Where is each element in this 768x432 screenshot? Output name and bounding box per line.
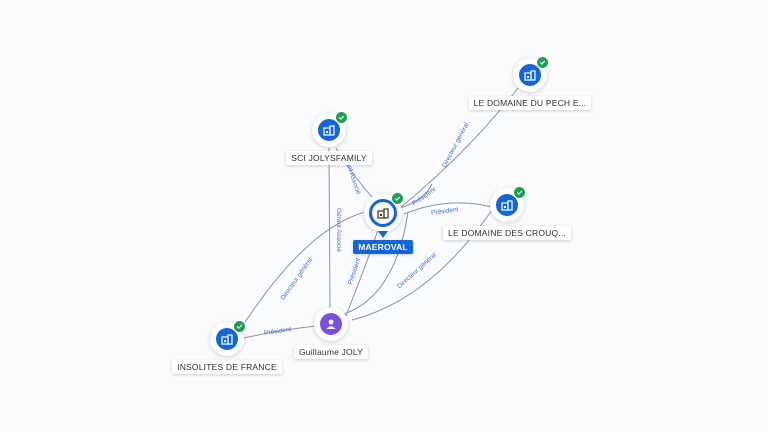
edge-label: Gérant Associé (335, 208, 342, 252)
verified-check-icon (233, 320, 246, 333)
edge-e5 (399, 183, 433, 209)
node-maeroval[interactable]: MAEROVAL (303, 192, 463, 254)
node-label[interactable]: MAEROVAL (353, 240, 413, 254)
verified-check-icon (513, 186, 526, 199)
building-icon (519, 64, 541, 86)
node-label[interactable]: LE DOMAINE DES CROUQ... (443, 226, 571, 240)
node-label[interactable]: SCI JOLYSFAMILY (286, 151, 372, 165)
node-pech[interactable]: LE DOMAINE DU PECH E... (450, 56, 610, 110)
node-label[interactable]: LE DOMAINE DU PECH E... (468, 96, 592, 110)
node-insolites[interactable]: INSOLITES DE FRANCE (147, 320, 307, 374)
node-label[interactable]: Guillaume JOLY (293, 345, 369, 359)
node-joly[interactable]: Guillaume JOLY (251, 307, 411, 359)
edge-label: Président (264, 326, 292, 337)
verified-check-icon (536, 56, 549, 69)
edge-e4 (403, 202, 493, 215)
edge-e2 (328, 147, 331, 309)
node-badge[interactable] (312, 111, 348, 147)
edge-label: Président (431, 206, 459, 217)
node-badge[interactable] (364, 192, 404, 238)
edge-label: Directeur général (280, 256, 315, 301)
building-icon (496, 194, 518, 216)
node-crouq[interactable]: LE DOMAINE DES CROUQ... (427, 186, 587, 240)
edge-label: Directeur général (396, 251, 438, 290)
edge-label: Directeur général (441, 121, 471, 169)
verified-check-icon (335, 111, 348, 124)
node-label[interactable]: INSOLITES DE FRANCE (172, 360, 282, 374)
building-icon (318, 119, 340, 141)
building-icon (216, 328, 238, 350)
edge-e6 (237, 209, 376, 334)
node-badge[interactable] (210, 320, 246, 356)
node-badge[interactable] (513, 56, 549, 92)
verified-check-icon (391, 192, 404, 205)
pin-tip-icon (378, 231, 388, 238)
node-badge[interactable] (314, 307, 348, 341)
edge-e7 (344, 229, 379, 319)
person-icon (320, 313, 342, 335)
node-sci[interactable]: SCI JOLYSFAMILY (249, 111, 409, 165)
edge-label: Président (347, 257, 362, 285)
node-badge[interactable] (490, 186, 526, 222)
building-icon (369, 199, 397, 227)
edge-e9 (243, 325, 317, 339)
edge-e10 (337, 211, 409, 317)
